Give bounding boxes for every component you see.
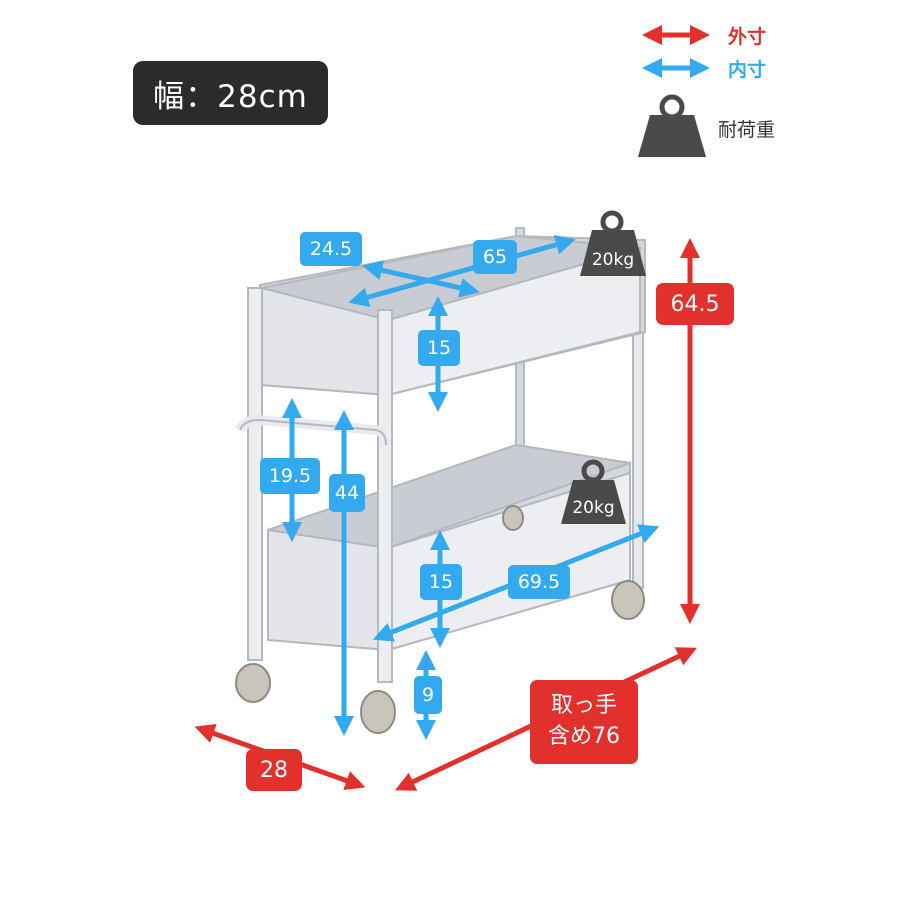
width-label-line1: 取っ手 [550,693,617,719]
width-label: 取っ手 含め76 [530,680,638,764]
bottom-height-label: 15 [420,564,462,600]
total-height-label: 64.5 [656,283,734,325]
load-legend-label: 耐荷重 [718,119,776,141]
top-depth-label: 24.5 [300,232,362,266]
floor-clearance-label: 9 [414,676,442,714]
weight-icon-top [580,210,646,276]
width-label-line2: 含め76 [548,724,620,749]
outer-legend-label: 外寸 [728,26,767,48]
inner-legend-label: 内寸 [728,59,767,81]
bottom-load-value: 20kg [572,498,615,518]
top-height-label: 15 [418,330,460,366]
depth-label: 28 [246,749,302,791]
top-width-arrow [348,235,576,307]
weight-icon-bottom [561,459,626,524]
weight-legend-icon [638,94,706,157]
handle-height-label: 44 [329,474,365,512]
top-width-label: 65 [473,240,517,274]
bottom-width-label: 69.5 [508,565,570,599]
width-badge: 幅：28cm [133,61,328,125]
top-load-value: 20kg [591,250,635,270]
gap-height-label: 19.5 [260,458,320,494]
